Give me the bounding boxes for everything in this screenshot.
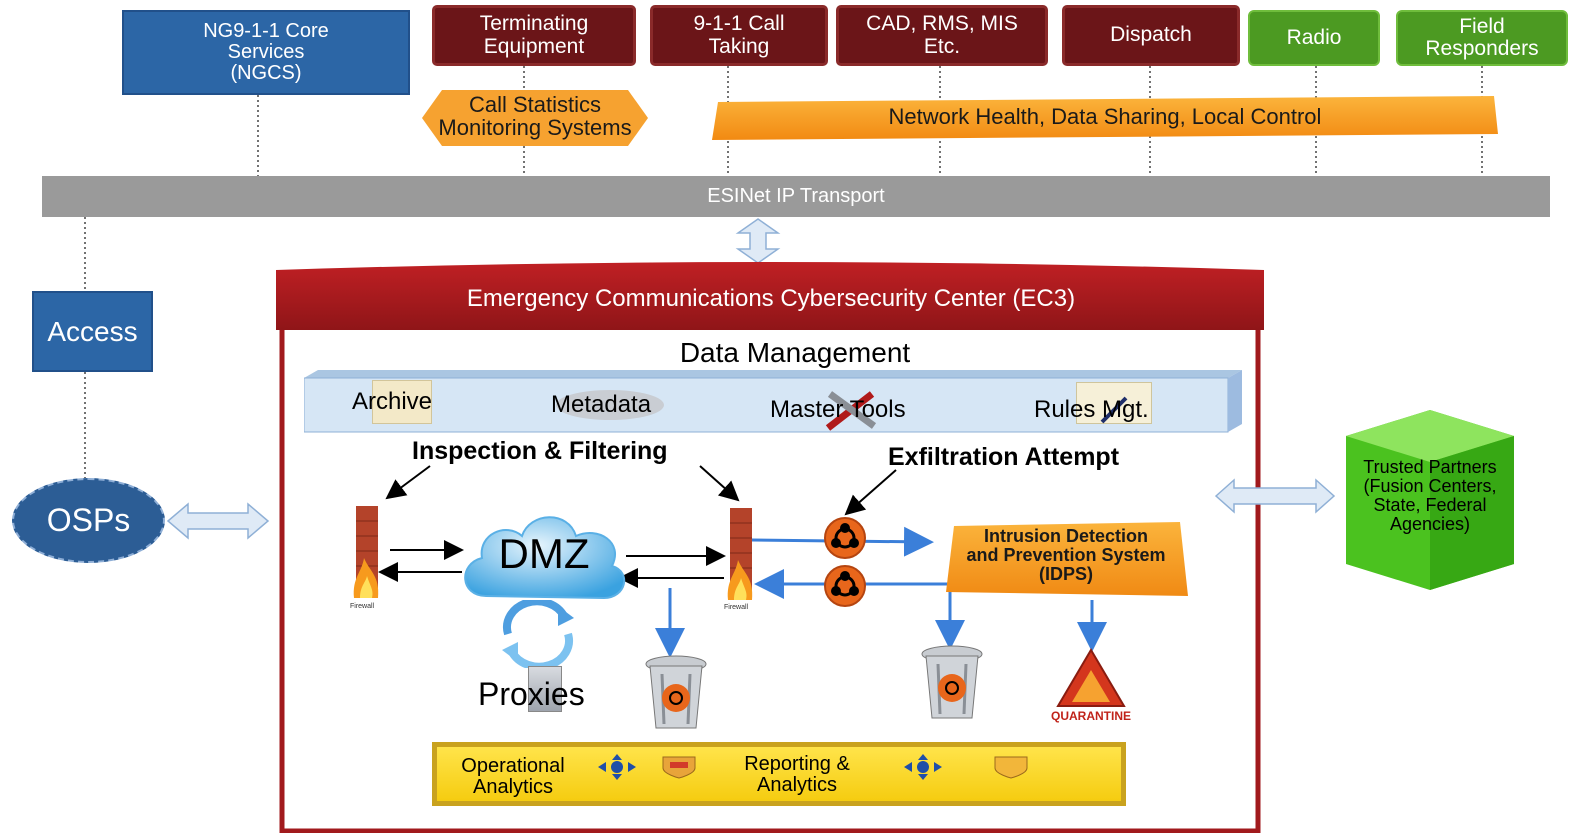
dispatch-box: Dispatch (1062, 5, 1240, 66)
firewall-left-label: Firewall (350, 603, 375, 610)
idps-label: Intrusion Detection and Prevention Syste… (966, 526, 1166, 584)
archive-icon (372, 380, 432, 424)
trusted-partners-label: Trusted Partners (Fusion Centers, State,… (1363, 457, 1497, 534)
tools-icon (825, 391, 877, 431)
data-management-bar (304, 370, 1242, 433)
exfiltration-attempt-label: Exfiltration Attempt (888, 443, 1120, 471)
quarantine-warning-icon (1056, 648, 1126, 707)
firewall-right-label: Firewall (724, 604, 749, 611)
biohazard-icon-bottom (824, 565, 866, 607)
network-icon-left (598, 754, 636, 780)
ngcs-box: NG9-1-1 Core Services (NGCS) (122, 10, 410, 95)
inspection-filtering-label: Inspection & Filtering (412, 437, 668, 465)
call-statistics-label: Call Statistics Monitoring Systems (438, 92, 632, 141)
field-responders-box: Field Responders (1396, 10, 1568, 66)
terminating-equipment-box: Terminating Equipment (432, 5, 636, 66)
firewall-left-icon (353, 506, 379, 598)
esinet-bar: ESINet IP Transport (42, 176, 1550, 217)
osps-ellipse: OSPs (12, 478, 165, 563)
network-health-shape (712, 96, 1498, 140)
rules-document-icon (1076, 382, 1152, 424)
call-taking-box: 9-1-1 Call Taking (650, 5, 828, 66)
trusted-partners-double-arrow (1214, 478, 1336, 514)
shield-icon-left (662, 756, 696, 779)
pen-icon (1100, 396, 1128, 424)
trash-can-left-icon (645, 655, 707, 729)
metadata-label: Metadata (551, 391, 652, 418)
proxies-cycle-icon (502, 600, 574, 668)
idps-shape (946, 522, 1188, 596)
access-box: Access (32, 291, 153, 372)
trash-can-right-icon (921, 645, 983, 719)
server-icon (528, 666, 562, 712)
quarantine-label: QUARANTINE (1051, 709, 1131, 723)
dmz-label: DMZ (498, 530, 590, 577)
osps-ec3-double-arrow (166, 502, 270, 540)
ec3-title: Emergency Communications Cybersecurity C… (466, 285, 1076, 312)
trusted-partners-cube (1346, 410, 1514, 590)
shield-icon-right (994, 756, 1028, 779)
reporting-analytics-label: Reporting & Analytics (744, 753, 850, 796)
operational-analytics-label: Operational Analytics (461, 755, 565, 798)
master-tools-label: Master Tools (770, 396, 906, 423)
biohazard-icon-top (824, 517, 866, 559)
rules-label: Rules Mgt. (1034, 396, 1149, 423)
proxies-label: Proxies (478, 676, 585, 712)
network-icon-right (904, 754, 942, 780)
call-statistics-shape (422, 90, 648, 146)
cad-rms-mis-box: CAD, RMS, MIS Etc. (836, 5, 1048, 66)
firewall-right-icon (727, 508, 753, 600)
radio-box: Radio (1248, 10, 1380, 66)
archive-label: Archive (352, 388, 433, 415)
data-management-title: Data Management (679, 337, 911, 368)
metadata-icon (556, 390, 664, 420)
dmz-cloud-icon (464, 516, 626, 600)
network-health-label: Network Health, Data Sharing, Local Cont… (888, 104, 1322, 129)
